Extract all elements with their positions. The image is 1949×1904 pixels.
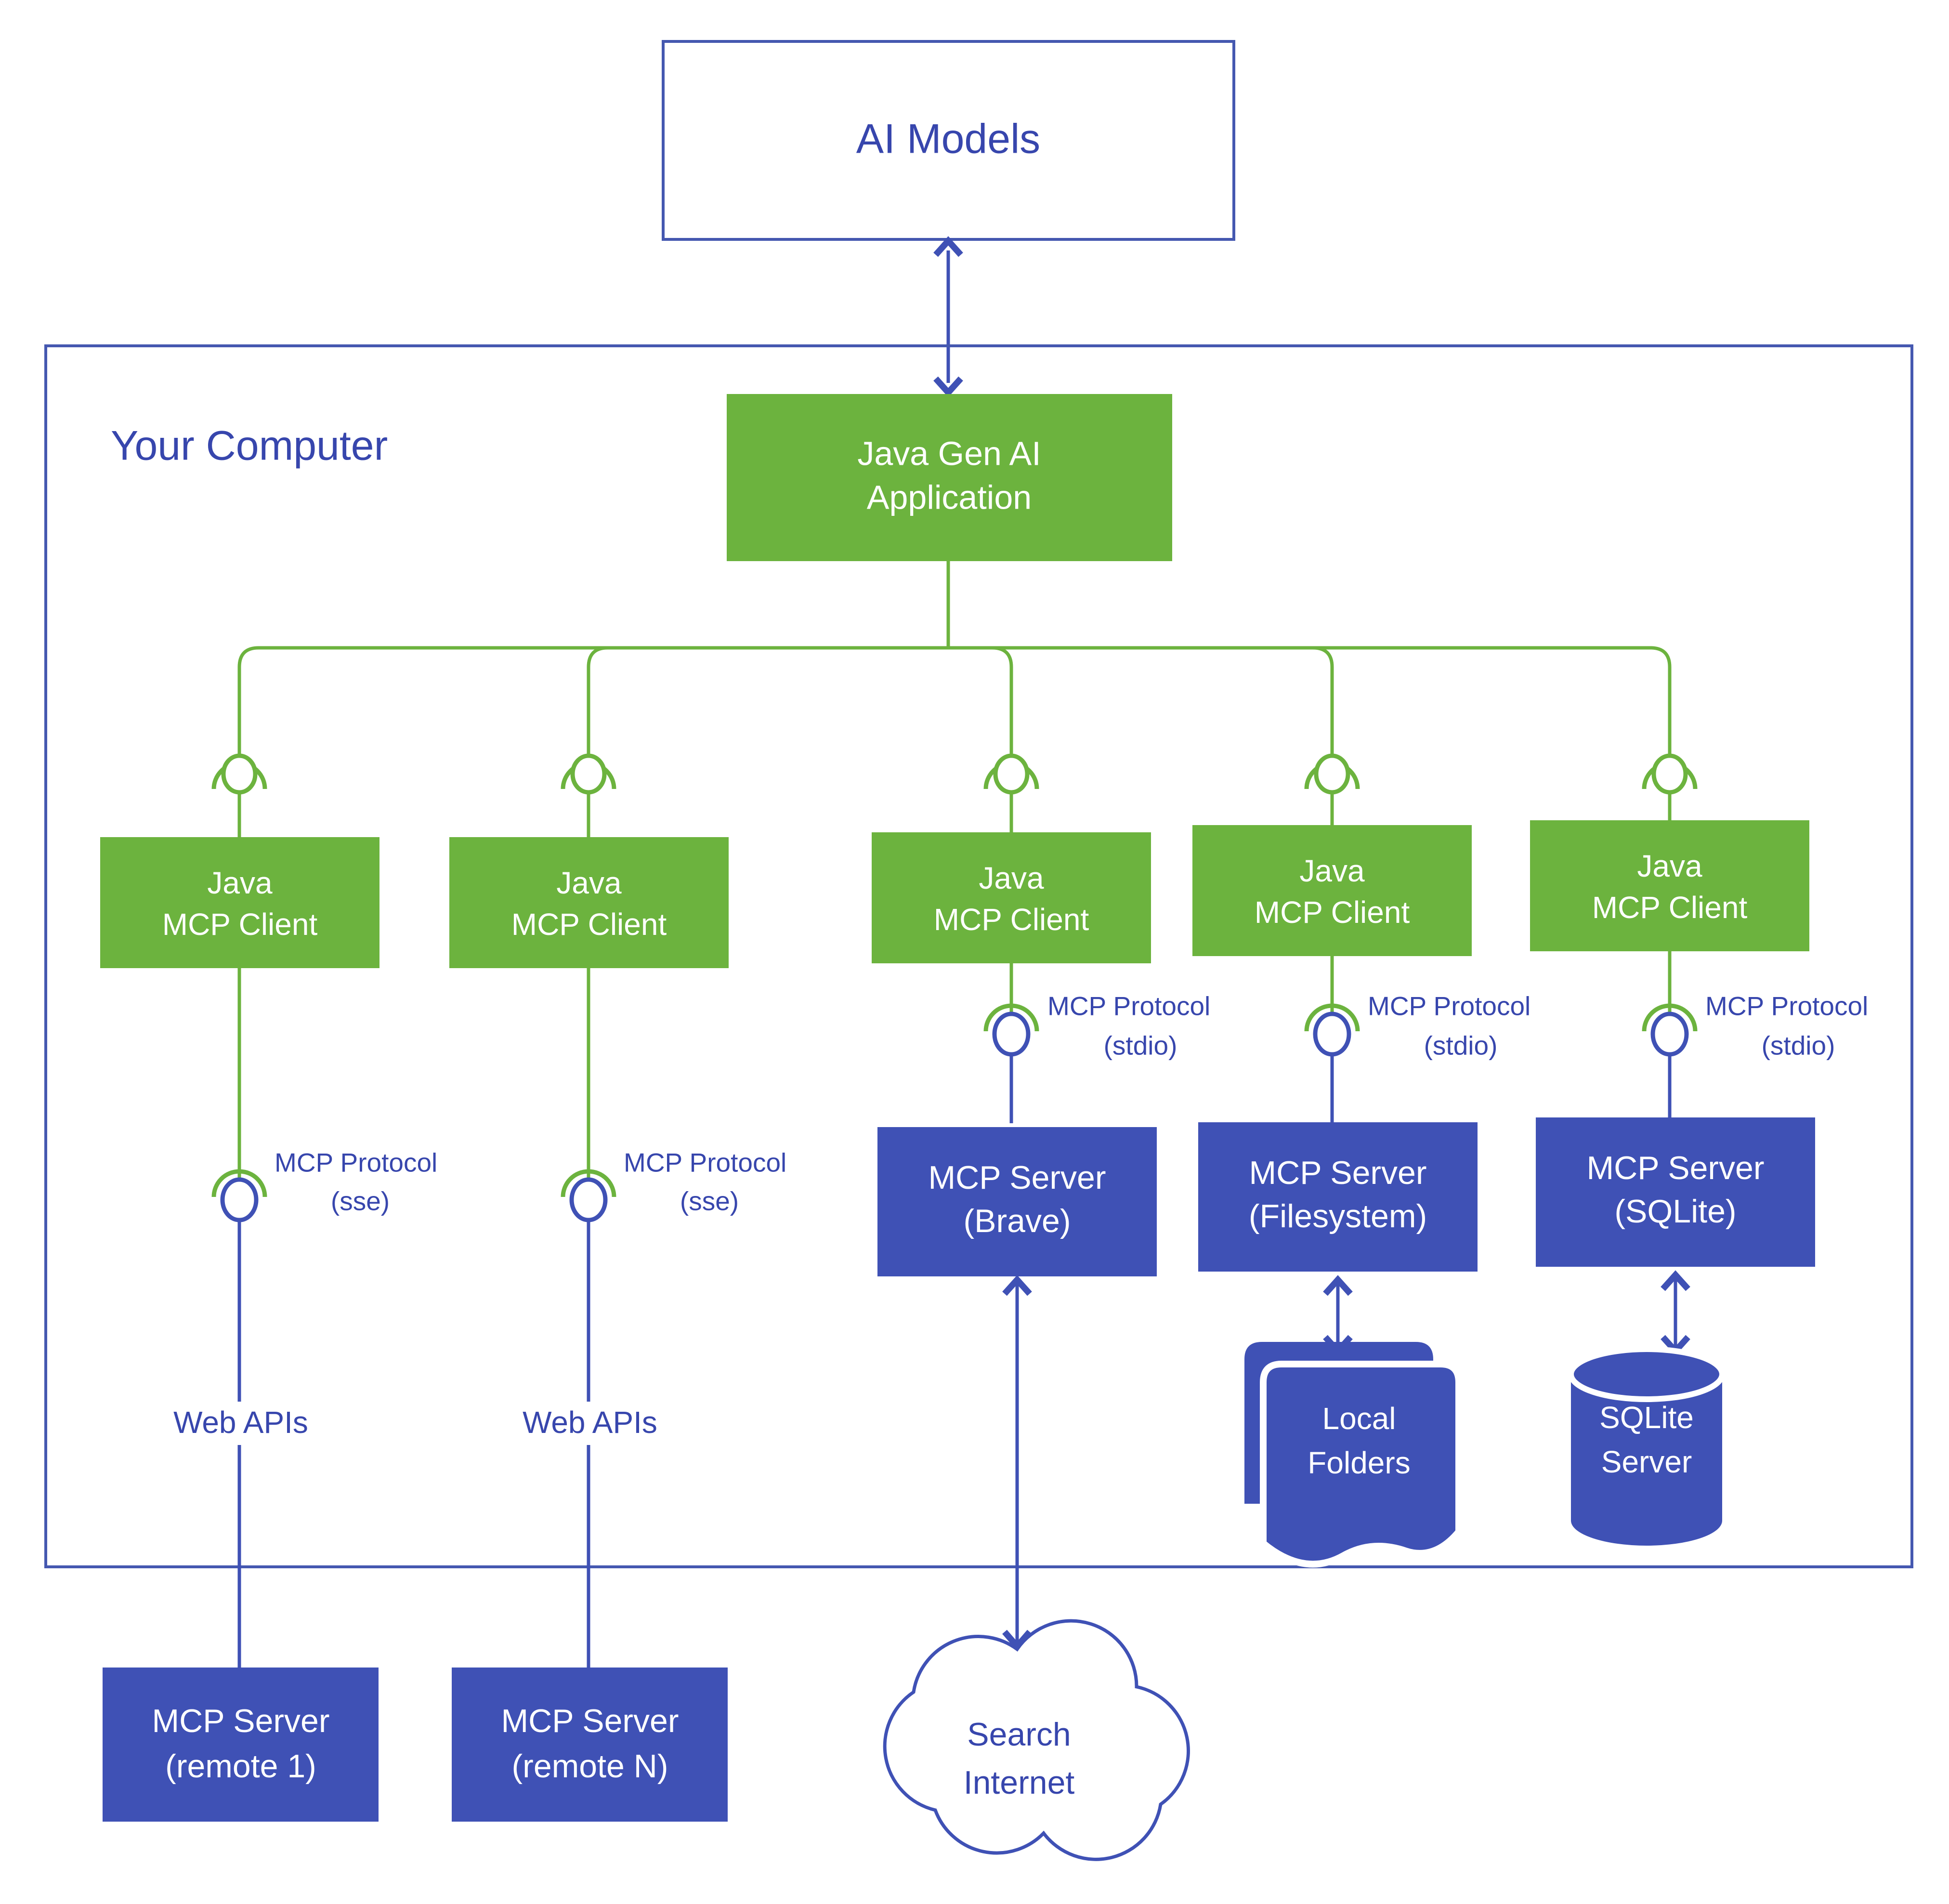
edge-ai-models-to-app (933, 236, 963, 397)
stdio-0-line2: (stdio) (1104, 1031, 1177, 1061)
node-mcp-server-remote-1[interactable]: MCP Server (remote 1) (103, 1668, 379, 1822)
client-2-line1: Java (979, 861, 1044, 895)
edge-client0-to-remote0 (211, 968, 267, 1668)
node-java-mcp-client-3[interactable]: Java MCP Client (1192, 825, 1472, 956)
server-remote-n-line1: MCP Server (501, 1703, 679, 1739)
connector-app-client-2 (983, 753, 1039, 833)
client-1-line1: Java (556, 866, 622, 900)
sqlite-server-line2: Server (1601, 1444, 1692, 1479)
node-java-mcp-client-2[interactable]: Java MCP Client (872, 832, 1151, 963)
container-label: Your Computer (111, 423, 388, 469)
sse-0-line2: (sse) (331, 1186, 390, 1216)
edge-client1-to-remote1 (561, 968, 616, 1668)
web-apis-0: Web APIs (173, 1405, 308, 1440)
node-search-internet-cloud[interactable]: Search Internet (883, 1619, 1190, 1861)
node-mcp-server-remote-n[interactable]: MCP Server (remote N) (452, 1668, 728, 1822)
node-java-gen-ai-application[interactable]: Java Gen AI Application (727, 394, 1172, 561)
app-label-line2: Application (867, 478, 1032, 516)
ai-models-label: AI Models (856, 116, 1040, 162)
edge-client3-to-server-filesystem (1304, 956, 1360, 1123)
stdio-1-line1: MCP Protocol (1368, 991, 1530, 1021)
stdio-2-line2: (stdio) (1762, 1031, 1835, 1061)
local-folders-line2: Folders (1308, 1445, 1410, 1480)
server-filesystem-line2: (Filesystem) (1249, 1198, 1427, 1234)
node-java-mcp-client-4[interactable]: Java MCP Client (1530, 820, 1809, 951)
edge-brave-to-internet (1002, 1275, 1032, 1651)
node-local-folders[interactable]: Local Folders (1244, 1342, 1462, 1568)
node-java-mcp-client-1[interactable]: Java MCP Client (449, 837, 729, 968)
server-brave-line1: MCP Server (928, 1159, 1106, 1196)
server-brave-line2: (Brave) (964, 1203, 1071, 1239)
sqlite-server-line1: SQLite (1599, 1400, 1694, 1435)
node-java-mcp-client-0[interactable]: Java MCP Client (100, 837, 379, 968)
connector-app-client-3 (1304, 753, 1360, 826)
sse-0-line1: MCP Protocol (275, 1148, 437, 1178)
edge-label-mcp-protocol-stdio-2: MCP Protocol (stdio) (1705, 991, 1868, 1061)
server-remote-n-line2: (remote N) (512, 1748, 668, 1785)
server-filesystem-line1: MCP Server (1249, 1155, 1426, 1191)
server-sqlite-line2: (SQLite) (1614, 1193, 1736, 1230)
stdio-1-line2: (stdio) (1424, 1031, 1498, 1061)
connector-app-client-4 (1642, 753, 1698, 821)
web-apis-1: Web APIs (523, 1405, 657, 1440)
client-4-line2: MCP Client (1592, 890, 1748, 925)
client-0-line2: MCP Client (162, 907, 318, 942)
local-folders-line1: Local (1322, 1401, 1396, 1436)
edge-client2-to-server-brave (983, 963, 1039, 1123)
cloud-line2: Internet (964, 1764, 1075, 1801)
edge-label-mcp-protocol-sse-0: MCP Protocol (sse) (275, 1148, 437, 1216)
edge-label-mcp-protocol-stdio-0: MCP Protocol (stdio) (1047, 991, 1210, 1061)
node-sqlite-server[interactable]: SQLite Server (1568, 1346, 1725, 1546)
edge-label-mcp-protocol-sse-1: MCP Protocol (sse) (624, 1148, 786, 1216)
client-1-line2: MCP Client (511, 907, 667, 942)
node-mcp-server-sqlite[interactable]: MCP Server (SQLite) (1536, 1117, 1815, 1267)
edge-label-web-apis-0: Web APIs (153, 1402, 329, 1445)
edge-sqlite-to-sqlite-server (1661, 1270, 1690, 1356)
sse-1-line2: (sse) (680, 1186, 739, 1216)
sse-1-line1: MCP Protocol (624, 1148, 786, 1178)
edge-label-mcp-protocol-stdio-1: MCP Protocol (stdio) (1368, 991, 1530, 1061)
client-3-line1: Java (1299, 854, 1365, 888)
client-0-line1: Java (207, 866, 273, 900)
edge-client4-to-server-sqlite (1642, 951, 1698, 1123)
cloud-line1: Search (967, 1716, 1071, 1753)
client-3-line2: MCP Client (1255, 895, 1410, 930)
connector-app-client-1 (561, 753, 616, 838)
edge-label-web-apis-1: Web APIs (502, 1402, 678, 1445)
client-2-line2: MCP Client (934, 902, 1089, 937)
stdio-2-line1: MCP Protocol (1705, 991, 1868, 1021)
node-ai-models[interactable]: AI Models (662, 40, 1235, 241)
container-your-computer: Your Computer (44, 344, 1913, 1568)
app-label-line1: Java Gen AI (857, 434, 1041, 472)
stdio-0-line1: MCP Protocol (1047, 991, 1210, 1021)
server-remote-1-line1: MCP Server (152, 1703, 329, 1739)
connector-app-client-0 (211, 753, 267, 838)
node-mcp-server-brave[interactable]: MCP Server (Brave) (877, 1127, 1157, 1276)
node-mcp-server-filesystem[interactable]: MCP Server (Filesystem) (1198, 1122, 1478, 1272)
server-remote-1-line2: (remote 1) (165, 1748, 316, 1785)
edge-filesystem-to-local-folders (1323, 1275, 1353, 1356)
client-4-line1: Java (1637, 849, 1702, 883)
server-sqlite-line1: MCP Server (1586, 1150, 1764, 1186)
edge-app-to-clients-bus (237, 561, 1672, 773)
